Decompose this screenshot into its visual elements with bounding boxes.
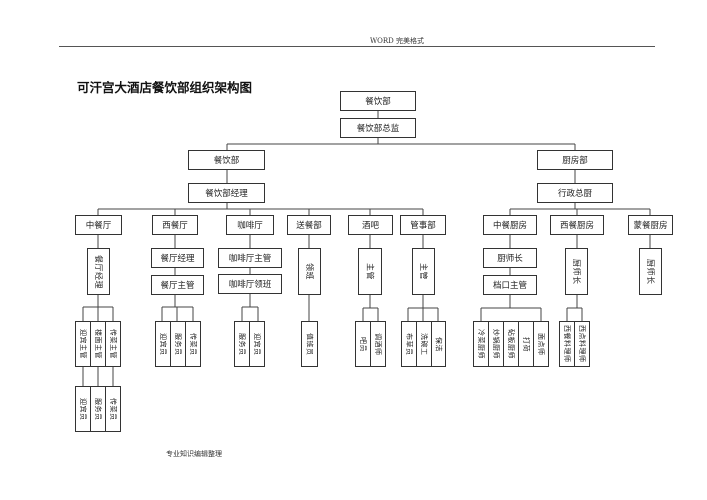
org-node-kitchen-manager: 行政总厨 (537, 183, 613, 203)
org-node-lead: 咖啡厅领班 (218, 274, 282, 294)
org-node-staff: 炒锅厨师 (488, 321, 504, 367)
org-node-unit: 西餐厨房 (550, 215, 604, 235)
org-node-staff: 西餐料理师 (559, 321, 575, 367)
org-node-lead: 咖啡厅主管 (218, 248, 282, 268)
org-node-staff: 布草员 (401, 321, 417, 367)
org-node-staff: 西点料理师 (574, 321, 590, 367)
org-node-lead: 档口主管 (483, 275, 537, 295)
document-header-label: WORD 完美格式 (369, 37, 425, 45)
org-node-staff: 迎宾员 (249, 321, 265, 367)
org-node-lead: 主管 (412, 248, 435, 295)
page-title: 可汗宫大酒店餐饮部组织架构图 (77, 80, 253, 95)
org-node-kitchen-dept: 厨房部 (537, 150, 613, 170)
org-node-unit: 管事部 (400, 215, 446, 235)
org-node-staff: 服务员 (90, 386, 106, 432)
org-node-unit: 西餐厅 (152, 215, 198, 235)
org-node-staff: 砧板厨师 (503, 321, 519, 367)
org-node-staff: 洗碗工 (416, 321, 432, 367)
org-node-unit: 咖啡厅 (226, 215, 274, 235)
org-node-staff: 服务员 (234, 321, 250, 367)
org-node-lead: 领班 (298, 248, 321, 295)
org-node-director: 餐饮部总监 (340, 118, 416, 138)
org-node-staff: 值班员 (301, 321, 318, 367)
org-node-fnb-manager: 餐饮部经理 (188, 183, 265, 203)
org-node-staff: 保洁 (431, 321, 446, 367)
org-node-staff: 冷菜厨师 (473, 321, 489, 367)
org-node-lead: 厨师长 (483, 248, 537, 268)
org-node-staff: 面点师 (533, 321, 549, 367)
org-node-supervisor: 传菜主管 (105, 321, 121, 367)
org-node-unit: 中餐厨房 (483, 215, 537, 235)
org-node-supervisor: 楼面主管 (90, 321, 106, 367)
org-node-lead: 餐厅经理 (151, 248, 204, 268)
org-node-staff: 服务员 (170, 321, 186, 367)
org-node-lead: 餐厅经理 (87, 248, 110, 295)
org-node-staff: 传菜员 (105, 386, 121, 432)
org-node-staff: 迎宾员 (75, 386, 91, 432)
org-node-lead: 厨师长 (565, 248, 588, 295)
org-node-fnb-dept: 餐饮部 (188, 150, 265, 170)
org-node-lead: 厨师长 (639, 248, 662, 295)
org-node-lead: 餐厅主管 (151, 275, 204, 295)
org-node-staff: 吧员 (355, 321, 371, 367)
org-node-unit: 中餐厅 (75, 215, 122, 235)
footer-note: 专业知识编辑整理 (166, 450, 222, 458)
org-node-unit: 酒吧 (348, 215, 393, 235)
org-node-unit: 蒙餐厨房 (628, 215, 673, 235)
org-node-staff: 调酒师 (370, 321, 386, 367)
org-node-staff: 迎宾员 (155, 321, 171, 367)
header-divider (59, 46, 655, 47)
org-node-supervisor: 迎宾主管 (75, 321, 91, 367)
org-node-root: 餐饮部 (340, 91, 416, 111)
org-node-lead: 主管 (358, 248, 382, 295)
org-node-staff: 打荷 (518, 321, 534, 367)
org-node-unit: 送餐部 (287, 215, 331, 235)
org-node-staff: 传菜员 (185, 321, 201, 367)
